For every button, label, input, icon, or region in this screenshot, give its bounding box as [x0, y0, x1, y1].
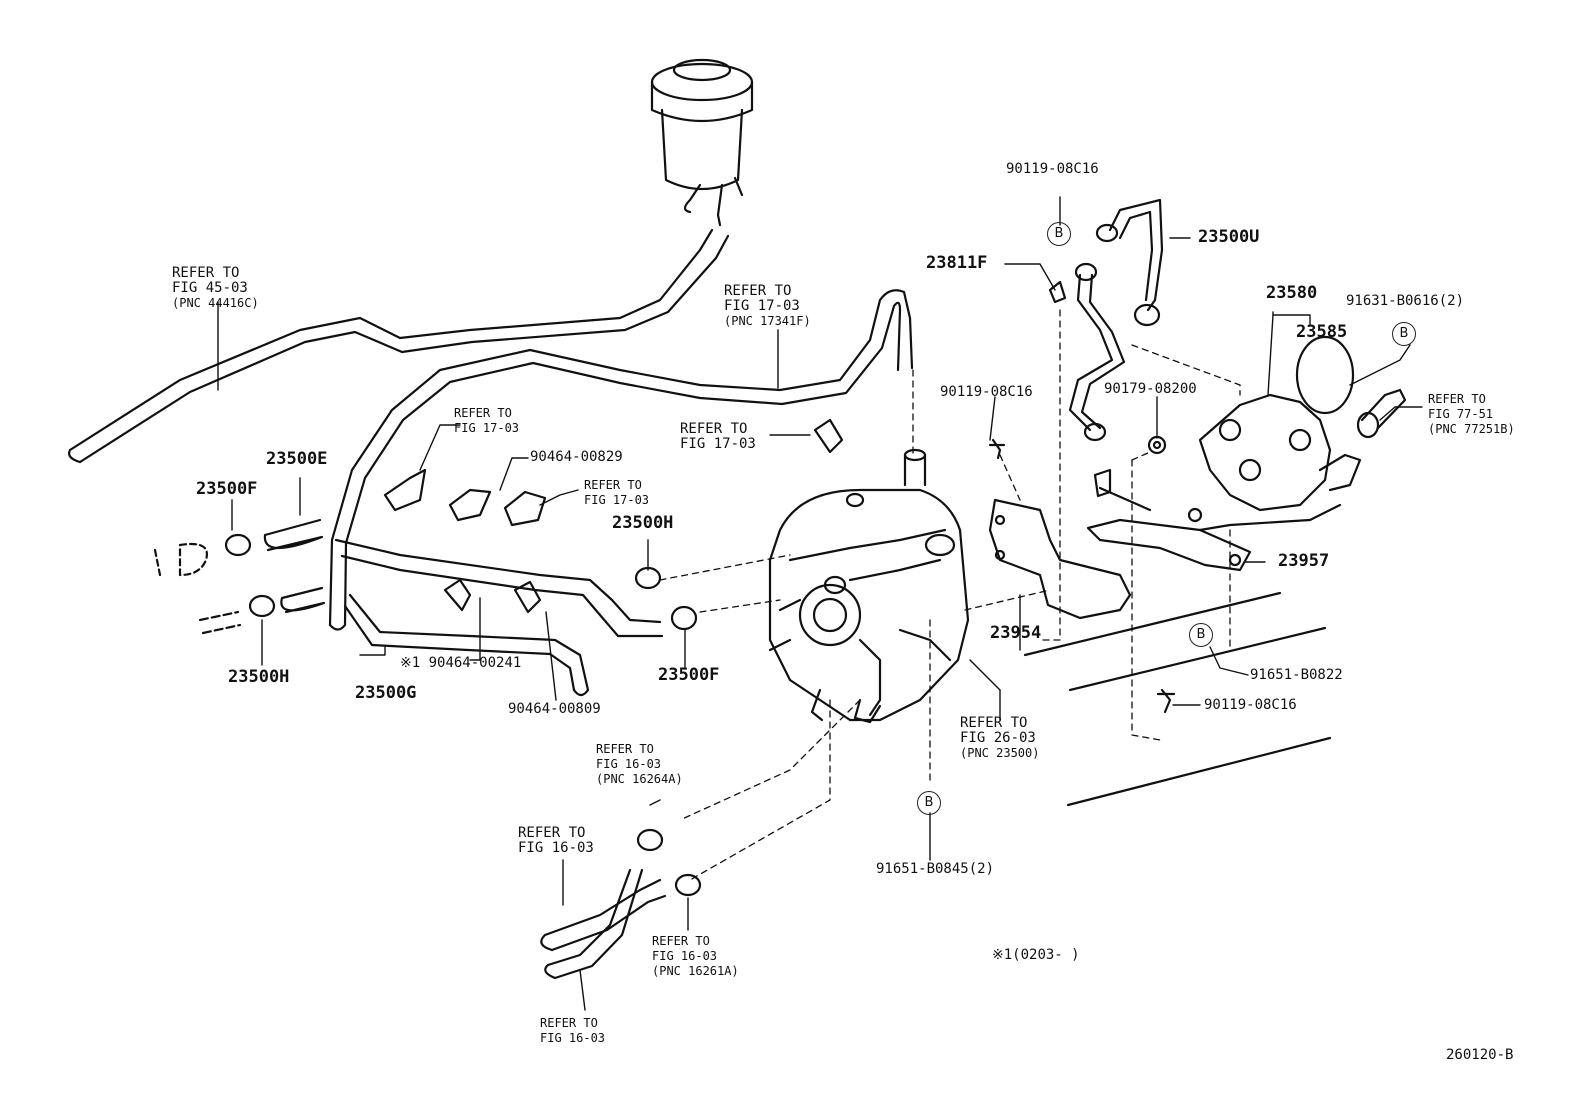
bolt-marker-b: B: [1047, 222, 1071, 246]
power-steering-pump: [768, 448, 970, 724]
part-23585: 23585: [1296, 322, 1348, 342]
supply-hose-loop: [328, 289, 914, 631]
figure-code: 260120-B: [1446, 1047, 1514, 1063]
part-23957: 23957: [1278, 551, 1330, 571]
leader-lines: [217, 196, 1423, 1011]
engine-edge-lines: [1023, 591, 1332, 807]
assembly-dashed-lines: [659, 309, 1241, 881]
part-23811F: 23811F: [926, 253, 988, 273]
clamps: [383, 418, 844, 631]
bolt-marker-b: B: [1189, 623, 1213, 647]
bracket-23954: [988, 498, 1132, 620]
applicability-note: ※1(0203- ): [992, 947, 1080, 963]
part-23500H-left: 23500H: [228, 667, 290, 687]
part-23500F-mid: 23500F: [658, 665, 720, 685]
fasteners: [988, 435, 1176, 714]
pressure-hose: [334, 538, 664, 697]
part-90119-08C16-low: 90119-08C16: [1204, 697, 1297, 713]
part-90464-00241: ※1 90464-00241: [400, 655, 522, 671]
part-90464-00809: 90464-00809: [508, 701, 601, 717]
left-hose-stubs: [153, 518, 326, 635]
part-23500G: 23500G: [355, 683, 417, 703]
part-23500U: 23500U: [1198, 227, 1260, 247]
bolt-marker-b: B: [1392, 322, 1416, 346]
part-91651-B0845: 91651-B0845(2): [876, 861, 995, 877]
part-23580: 23580: [1266, 283, 1318, 303]
tube-23811F: [1048, 262, 1126, 442]
part-23954: 23954: [990, 623, 1042, 643]
bolt-marker-b: B: [917, 791, 941, 815]
part-90119-08C16-mid: 90119-08C16: [940, 384, 1033, 400]
reservoir-tank: [650, 58, 754, 227]
pressure-tube-23500U: [1095, 198, 1164, 327]
part-90179-08200: 90179-08200: [1104, 381, 1197, 397]
bracket-23957: [1086, 507, 1252, 572]
part-90464-00829: 90464-00829: [530, 449, 623, 465]
lower-return-hoses: [540, 828, 702, 980]
part-91631-B0616: 91631-B0616(2): [1346, 293, 1465, 309]
pump-assembly-23580: [1198, 335, 1407, 532]
part-91651-B0822: 91651-B0822: [1250, 667, 1343, 683]
part-23500H-mid: 23500H: [612, 513, 674, 533]
reservoir-return-hose: [68, 228, 730, 464]
part-23500E: 23500E: [266, 449, 328, 469]
part-90119-08C16-top: 90119-08C16: [1006, 161, 1099, 177]
part-23500F-left: 23500F: [196, 479, 258, 499]
